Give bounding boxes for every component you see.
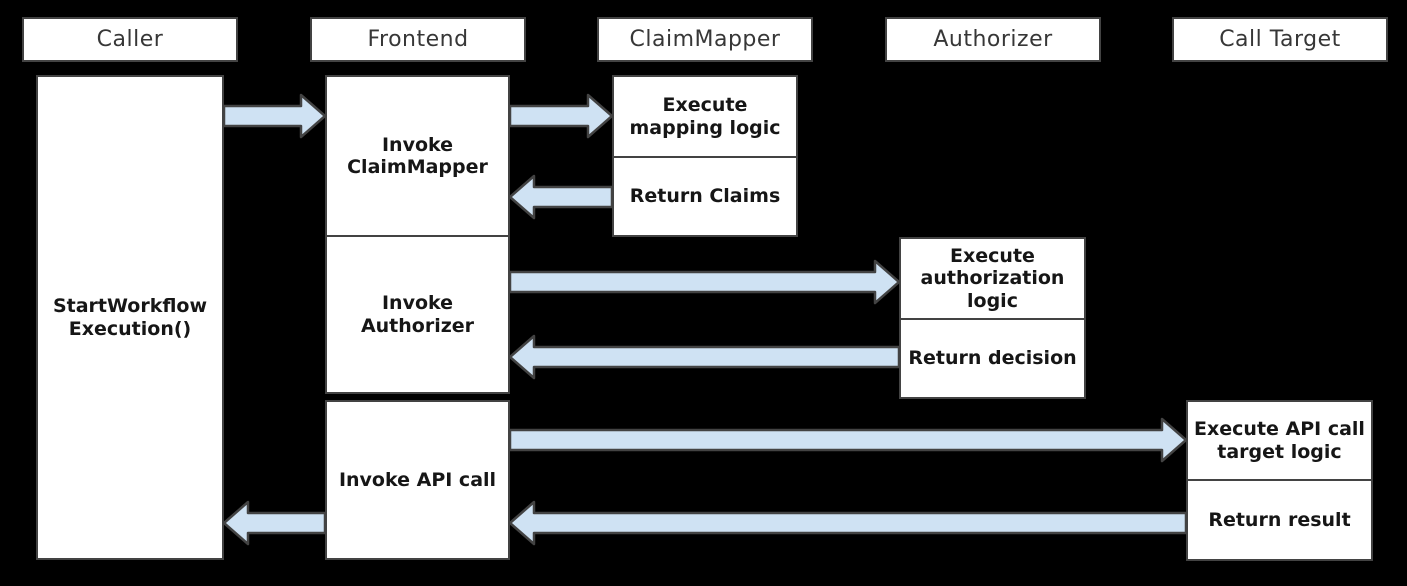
actor-label-frontend: Frontend (367, 27, 469, 52)
calltarget-activation-box: Execute API call target logic Return res… (1186, 400, 1373, 561)
actor-header-authorizer: Authorizer (885, 17, 1101, 62)
actor-header-caller: Caller (22, 17, 238, 62)
actor-header-calltarget: Call Target (1172, 17, 1388, 62)
arrow-authorizer-to-frontend (508, 334, 901, 380)
claimmapper-activation-box: Execute mapping logic Return Claims (612, 75, 798, 237)
frontend-step-invoke-authorizer: Invoke Authorizer (360, 292, 475, 337)
frontend-step-invoke-claimmapper: Invoke ClaimMapper (327, 77, 508, 237)
arrow-calltarget-to-frontend (508, 500, 1188, 546)
calltarget-step-return: Return result (1208, 508, 1351, 531)
caller-activation-label: StartWorkflow Execution() (52, 295, 208, 340)
frontend-activation-box-lower: Invoke API call (325, 400, 510, 560)
actor-label-calltarget: Call Target (1219, 27, 1341, 52)
caller-activation-box: StartWorkflow Execution() (36, 75, 224, 560)
frontend-activation-box-upper: Invoke ClaimMapper Invoke Authorizer (325, 75, 510, 394)
actor-label-claimmapper: ClaimMapper (629, 27, 781, 52)
actor-header-claimmapper: ClaimMapper (597, 17, 813, 62)
actor-label-authorizer: Authorizer (933, 27, 1053, 52)
arrow-caller-to-frontend (222, 93, 327, 139)
claimmapper-step-execute: Execute mapping logic (614, 77, 796, 158)
calltarget-step-execute: Execute API call target logic (1188, 402, 1371, 481)
arrow-frontend-to-claimmapper (508, 93, 614, 139)
arrow-claimmapper-to-frontend (508, 174, 614, 220)
claimmapper-step-return: Return Claims (629, 185, 781, 208)
arrow-frontend-to-caller (222, 500, 327, 546)
authorizer-activation-box: Execute authorization logic Return decis… (899, 237, 1086, 399)
actor-label-caller: Caller (96, 27, 164, 52)
arrow-frontend-to-calltarget (508, 417, 1188, 463)
actor-header-frontend: Frontend (310, 17, 526, 62)
arrow-frontend-to-authorizer (508, 259, 901, 305)
frontend-step-invoke-api-call: Invoke API call (338, 468, 497, 491)
authorizer-step-execute: Execute authorization logic (901, 239, 1084, 320)
authorizer-step-return: Return decision (908, 347, 1077, 370)
